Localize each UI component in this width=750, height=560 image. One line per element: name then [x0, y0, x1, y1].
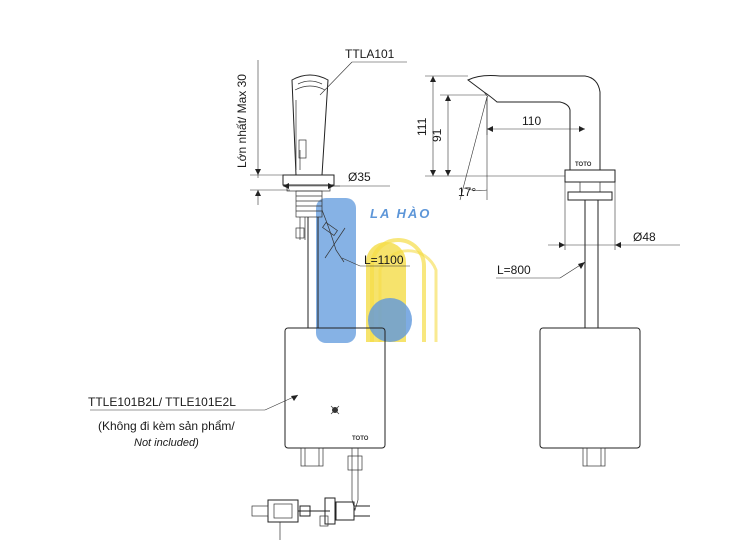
height-91-label: 91 — [430, 128, 444, 142]
max-height-label: Lớn nhất/ Max 30 — [235, 74, 249, 168]
height-111-label: 111 — [415, 117, 429, 136]
model-faucet-label: TTLA101 — [345, 47, 395, 61]
not-included-vi-label: (Không đi kèm sản phẩm/ — [98, 419, 235, 433]
reach-110-label: 110 — [522, 114, 541, 128]
watermark-text: LA HÀO — [370, 206, 431, 221]
control-box-models-label: TTLE101B2L/ TTLE101E2L — [88, 395, 236, 409]
front-view: TOTO Lớn nhất/ Max 30 — [88, 47, 410, 540]
diameter-35-label: Ø35 — [348, 170, 371, 184]
hose-length-label: L=800 — [497, 263, 531, 277]
brand-box: TOTO — [352, 436, 369, 442]
watermark-logo: LA HÀO — [316, 198, 438, 343]
brand-body: TOTO — [575, 162, 592, 168]
diameter-48-label: Ø48 — [633, 230, 656, 244]
not-included-en-label: Not included) — [134, 437, 199, 449]
angle-17-label: 17° — [458, 185, 476, 199]
side-view: TOTO 111 91 110 — [415, 75, 680, 467]
cable-length-label: L=1100 — [364, 253, 404, 267]
